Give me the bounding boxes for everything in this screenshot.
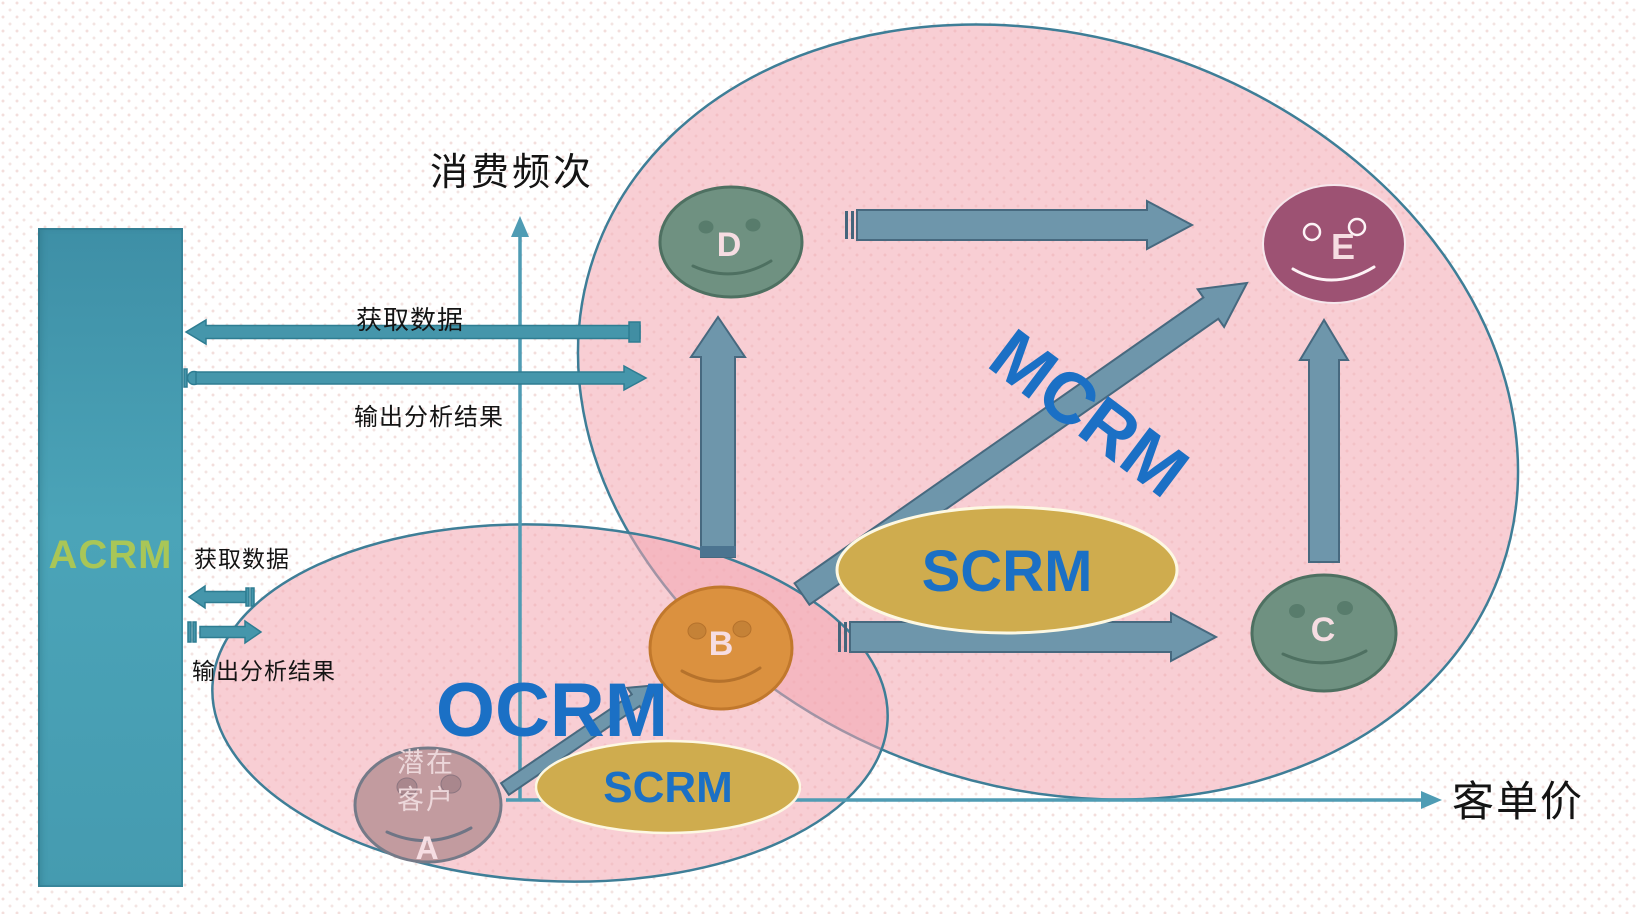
arrow-c-to-e-icon: [1298, 318, 1350, 563]
face-d-letter: D: [717, 226, 742, 264]
face-a-note-line2: 客户: [397, 785, 455, 815]
face-c-eye-icon: [1337, 601, 1353, 615]
face-a-eye-icon: [396, 777, 418, 797]
customer-face-c: C: [1250, 573, 1398, 693]
scrm-small-ellipse: [534, 739, 802, 835]
arrow-b-to-d-icon: [689, 315, 747, 558]
scrm-main-ellipse: [835, 505, 1179, 635]
x-axis-arrowhead-icon: [1421, 791, 1442, 809]
arrow-output-results-top-icon: [183, 364, 648, 392]
arrow-output-results-side-icon: [187, 619, 263, 645]
face-e-letter: E: [1331, 226, 1355, 267]
customer-face-a: 潜在 客户 A: [353, 746, 503, 866]
scrm-small-label: SCRM: [603, 763, 733, 812]
customer-face-b: B: [648, 585, 794, 711]
face-d-eye-icon: [698, 220, 714, 234]
acrm-panel-label: ACRM: [48, 533, 173, 577]
flow-label-output-side: 输出分析结果: [192, 659, 336, 684]
acrm-panel: [38, 228, 183, 887]
face-a-mouth-icon: [385, 826, 473, 842]
customer-face-e: E: [1262, 184, 1406, 304]
scrm-main-label: SCRM: [922, 539, 1093, 604]
y-axis-label: 消费频次: [430, 152, 595, 194]
face-b-eye-icon: [687, 622, 707, 640]
face-b-eye-icon: [732, 620, 752, 638]
ocrm-label: OCRM: [436, 668, 668, 753]
face-c-letter: C: [1311, 611, 1336, 649]
face-a-eye-icon: [440, 774, 462, 794]
customer-face-d: D: [658, 185, 804, 299]
arrow-fetch-data-top-icon: [184, 318, 641, 346]
face-e-eye-icon: [1347, 217, 1367, 237]
arrow-d-to-e-icon: [845, 199, 1195, 251]
face-a-letter: A: [415, 830, 438, 866]
arrow-fetch-data-side-icon: [187, 584, 255, 610]
arrow-a-to-b-icon: [499, 683, 660, 797]
flow-label-output-top: 输出分析结果: [354, 405, 504, 431]
face-c-eye-icon: [1289, 604, 1305, 618]
face-c-mouth-icon: [1281, 649, 1368, 665]
face-b-mouth-icon: [680, 666, 762, 683]
flow-label-fetch-top: 获取数据: [356, 306, 465, 335]
face-d-mouth-icon: [691, 259, 773, 276]
y-axis-arrowhead-icon: [511, 216, 529, 237]
face-d-eye-icon: [745, 218, 761, 232]
x-axis-label: 客单价: [1452, 780, 1585, 826]
face-e-eye-icon: [1302, 222, 1322, 242]
face-e-mouth-icon: [1291, 265, 1376, 282]
face-a-note-line1: 潜在: [397, 748, 455, 778]
flow-label-fetch-side: 获取数据: [194, 547, 290, 572]
face-b-letter: B: [709, 625, 734, 663]
